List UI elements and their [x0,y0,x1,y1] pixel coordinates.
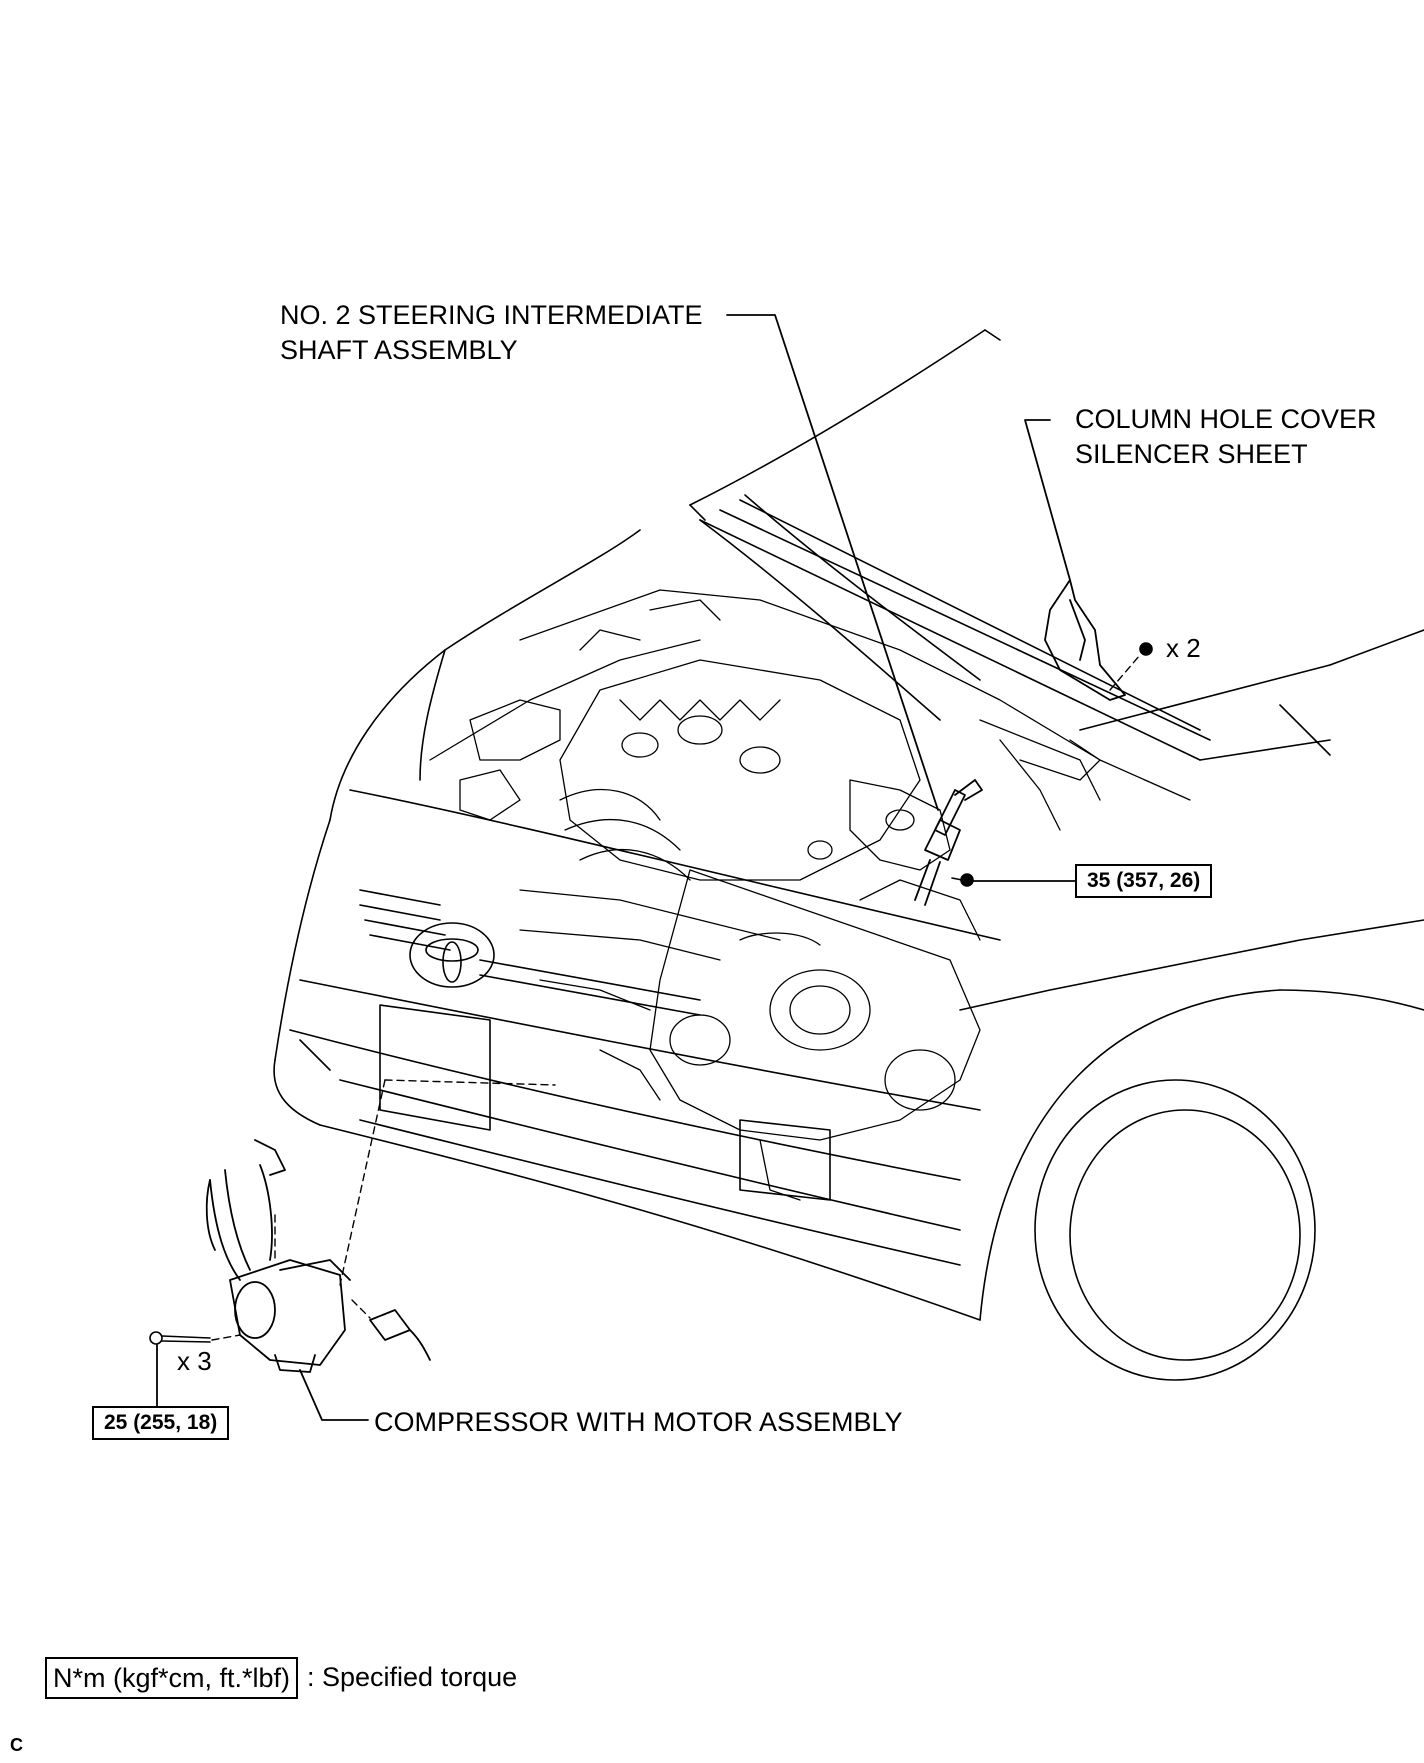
hood-outline [419,329,1001,781]
compressor-bolt-torque: 25 (255, 18) [92,1406,230,1440]
compressor-label: COMPRESSOR WITH MOTOR ASSEMBLY [374,1407,903,1437]
compressor-part [205,1139,431,1373]
shaft-bolt-torque: 35 (357, 26) [1075,864,1213,898]
engine-details [429,589,1191,1201]
car-body-outline [273,649,1001,1321]
torque-legend-box: N*m (kgf*cm, ft.*lbf) [45,1657,299,1699]
silencer-sheet-label: COLUMN HOLE COVER SILENCER SHEET [1075,402,1377,472]
steering-shaft-label-line1: NO. 2 STEERING INTERMEDIATE [280,300,703,330]
silencer-sheet-label-line1: COLUMN HOLE COVER [1075,404,1377,434]
clip-quantity: x 2 [1166,633,1201,663]
leader-lines [156,314,1076,1421]
bolt-quantity: x 3 [177,1346,212,1376]
windshield-outline [699,499,1424,761]
silencer-sheet-part [1044,579,1126,701]
torque-legend-description: : Specified torque [307,1662,518,1692]
shaft-bolt [951,873,974,887]
steering-shaft-label-line2: SHAFT ASSEMBLY [280,335,518,365]
steering-shaft-part [914,779,983,906]
compressor-bolt [149,1331,211,1345]
corner-mark: C [10,1735,23,1755]
steering-shaft-label: NO. 2 STEERING INTERMEDIATE SHAFT ASSEMB… [280,298,703,368]
dashed-guides [211,654,1141,1341]
silencer-sheet-label-line2: SILENCER SHEET [1075,439,1308,469]
toyota-emblem [409,922,495,988]
front-wheel [959,919,1424,1381]
silencer-clip [1139,642,1153,656]
